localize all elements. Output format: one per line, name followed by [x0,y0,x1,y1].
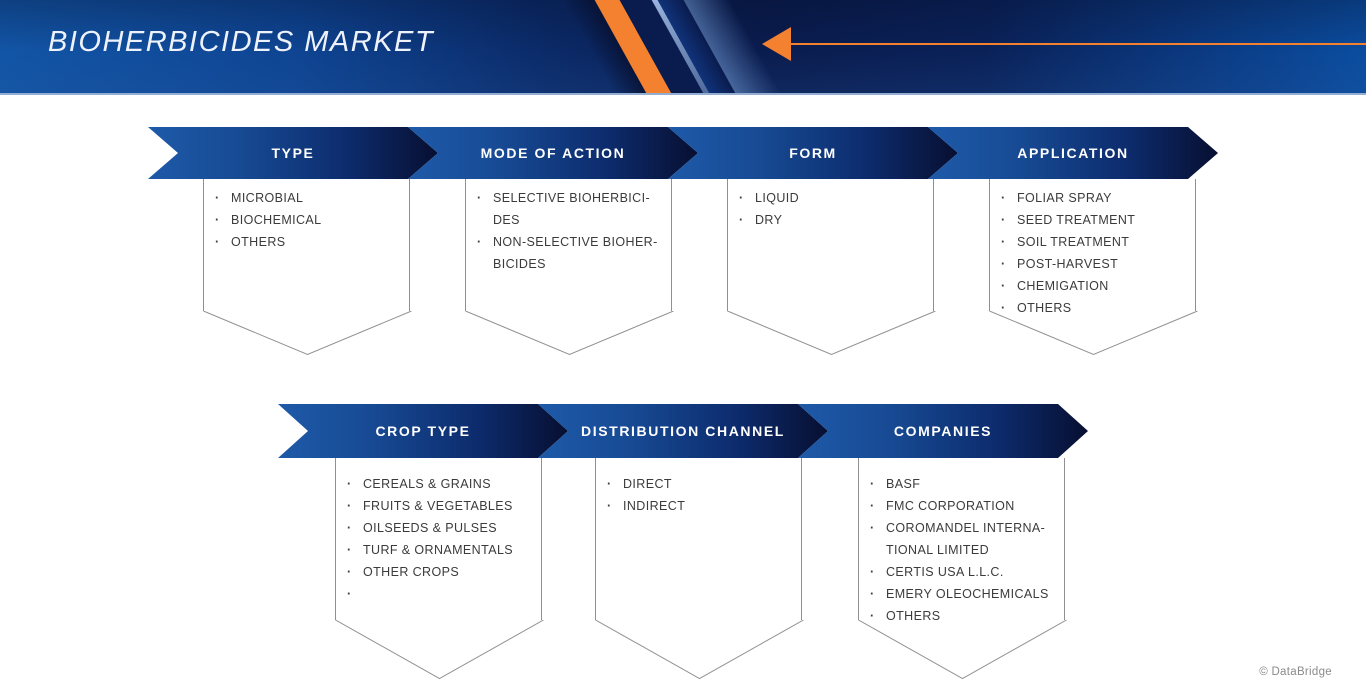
segment-header-type: TYPE [148,127,438,179]
header-banner: BIOHERBICIDES MARKET [0,0,1366,95]
segment-label: FORM [789,145,837,161]
item-list: LIQUID DRY [728,179,933,231]
page-title: BIOHERBICIDES MARKET [48,26,435,58]
list-item: EMERY OLEOCHEMICALS [859,583,1058,605]
list-item-text: OTHERS [231,235,286,249]
segment-header-form: FORM [668,127,958,179]
list-item: SOIL TREATMENT [990,231,1189,253]
list-item-text: EMERY OLEOCHEMICALS [886,587,1049,601]
list-item-text: BASF [886,477,921,491]
list-item: TURF & ORNAMENTALS [336,539,535,561]
item-list: MICROBIAL BIOCHEMICAL OTHERS [204,179,409,253]
item-list: DIRECT INDIRECT [596,458,801,517]
segment-label: COMPANIES [893,423,993,439]
panel-tail [203,311,412,356]
panel-tail [989,311,1198,356]
list-item: OTHERS [859,605,1058,627]
item-list: SELECTIVE BIOHERBICI- DES NON-SELECTIVE B… [466,179,671,275]
segment-panel-companies: BASF FMC CORPORATION COROMANDEL INTERNA- T… [858,458,1067,680]
list-item: OTHERS [990,297,1189,319]
segment-header-application: APPLICATION [928,127,1218,179]
list-item: DIRECT [596,473,795,495]
segment-header-companies: COMPANIES [798,404,1088,458]
list-item: SEED TREATMENT [990,209,1189,231]
list-item: FOLIAR SPRAY [990,187,1189,209]
segment-label: DISTRIBUTION CHANNEL [581,423,785,439]
list-item: NON-SELECTIVE BIOHER- BICIDES [466,231,665,275]
panel-tail [858,620,1067,680]
segment-panel-distribution-channel: DIRECT INDIRECT [595,458,804,680]
list-item-text: FRUITS & VEGETABLES [363,499,513,513]
segment-header-distribution-channel: DISTRIBUTION CHANNEL [538,404,828,458]
list-item: MICROBIAL [204,187,403,209]
list-item-text: FMC CORPORATION [886,499,1015,513]
list-item-text: CERTIS USA L.L.C. [886,565,1004,579]
list-item: BASF [859,473,1058,495]
list-item-text: POST-HARVEST [1017,257,1119,271]
list-item: OTHERS [204,231,403,253]
segment-panel-crop-type: CEREALS & GRAINS FRUITS & VEGETABLES OILSE… [335,458,544,680]
segment-panel-type: MICROBIAL BIOCHEMICAL OTHERS [203,179,412,356]
list-item: COROMANDEL INTERNA- TIONAL LIMITED [859,517,1058,561]
list-item: BIOCHEMICAL [204,209,403,231]
list-item: DRY [728,209,927,231]
list-item: LIQUID [728,187,927,209]
list-item: SELECTIVE BIOHERBICI- DES [466,187,665,231]
segment-header-mode-of-action: MODE OF ACTION [408,127,698,179]
list-item-text: SEED TREATMENT [1017,213,1136,227]
list-item: FMC CORPORATION [859,495,1058,517]
list-item: INDIRECT [596,495,795,517]
list-item: POST-HARVEST [990,253,1189,275]
list-item-text: LIQUID [755,191,800,205]
list-item-text: OILSEEDS & PULSES [363,521,497,535]
list-item-text: BIOCHEMICAL [231,213,322,227]
list-item-text: SELECTIVE BIOHERBICI- DES [493,191,651,227]
segment-label: MODE OF ACTION [480,145,626,161]
segment-label: APPLICATION [1017,145,1129,161]
left-arrow-icon [762,27,791,61]
list-item-text: CEREALS & GRAINS [363,477,491,491]
item-list: BASF FMC CORPORATION COROMANDEL INTERNA- T… [859,458,1064,627]
panel-tail [595,620,804,680]
list-item-text: MICROBIAL [231,191,304,205]
list-item-text: NON-SELECTIVE BIOHER- BICIDES [493,235,658,271]
segment-panel-mode-of-action: SELECTIVE BIOHERBICI- DES NON-SELECTIVE B… [465,179,674,356]
list-item-text: SOIL TREATMENT [1017,235,1130,249]
list-item: OTHER CROPS [336,561,535,583]
segment-header-crop-type: CROP TYPE [278,404,568,458]
list-item: CEREALS & GRAINS [336,473,535,495]
list-item: CERTIS USA L.L.C. [859,561,1058,583]
segment-label: CROP TYPE [375,423,471,439]
list-item-text: DRY [755,213,783,227]
list-item: FRUITS & VEGETABLES [336,495,535,517]
list-item-text: COROMANDEL INTERNA- TIONAL LIMITED [886,521,1046,557]
list-item-text: OTHERS [886,609,941,623]
list-item-text: DIRECT [623,477,672,491]
panel-tail [465,311,674,356]
list-item: OILSEEDS & PULSES [336,517,535,539]
list-item: CHEMIGATION [990,275,1189,297]
segment-panel-form: LIQUID DRY [727,179,936,356]
arrow-line [790,43,1366,45]
list-item-text: TURF & ORNAMENTALS [363,543,514,557]
segment-panel-application: FOLIAR SPRAY SEED TREATMENT SOIL TREATMENT… [989,179,1198,356]
panel-tail [727,311,936,356]
list-item-text: INDIRECT [623,499,686,513]
list-item-text: FOLIAR SPRAY [1017,191,1112,205]
list-item-text: OTHER CROPS [363,565,460,579]
list-item-text: CHEMIGATION [1017,279,1109,293]
item-list: FOLIAR SPRAY SEED TREATMENT SOIL TREATMENT… [990,179,1195,319]
segment-label: TYPE [271,145,315,161]
list-item-text: OTHERS [1017,301,1072,315]
panel-tail [335,620,544,680]
databridge-credit: © DataBridge [1259,666,1332,678]
item-list: CEREALS & GRAINS FRUITS & VEGETABLES OILSE… [336,458,541,605]
